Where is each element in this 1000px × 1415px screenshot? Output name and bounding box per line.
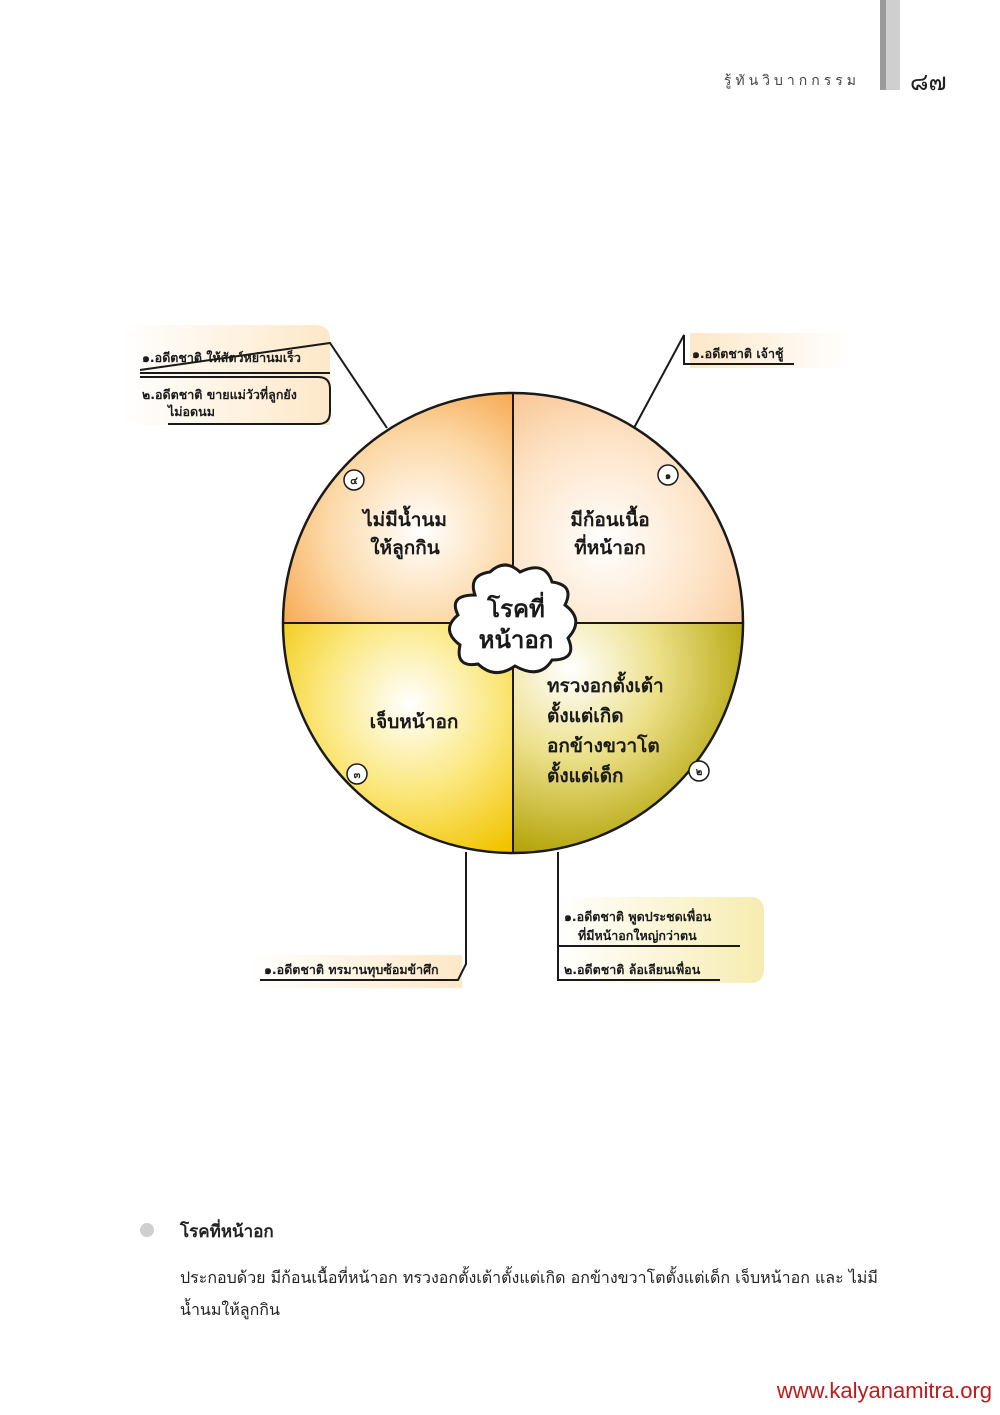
- connector-top-left: [139, 341, 388, 429]
- segment-1-line1: มีก้อนเนื้อ: [570, 505, 649, 531]
- segment-2-line4: ตั้งแต่เด็ก: [547, 761, 624, 787]
- svg-text:๑: ๑: [665, 471, 671, 482]
- segment-4-line2: ให้ลูกกิน: [370, 536, 439, 560]
- svg-text:๔: ๔: [350, 476, 358, 487]
- connector-top-right: [633, 334, 794, 429]
- rule-top-left-2: [140, 376, 331, 425]
- center-label-line2: หน้าอก: [479, 626, 554, 654]
- callout-bottom-left-item-1: ๑.อดีตชาติ ทรมานทุบซ้อมข้าศึก: [264, 962, 439, 978]
- center-cloud: [448, 563, 578, 674]
- quadrant-top-right: [513, 393, 743, 623]
- svg-text:๒: ๒: [696, 767, 703, 778]
- quadrant-top-left: [283, 393, 513, 623]
- section-heading: โรคที่หน้าอก: [180, 1222, 274, 1242]
- segment-2-line1: ทรวงอกตั้งเต้า: [547, 671, 664, 697]
- callout-box-top-right: [690, 333, 852, 368]
- page-number: ๘๗: [910, 68, 947, 96]
- badge-3: ๓: [346, 763, 368, 785]
- badge-2: ๒: [688, 760, 710, 782]
- segment-3-line1: เจ็บหน้าอก: [370, 709, 459, 733]
- callout-bottom-right-item-1: ๑.อดีตชาติ พูดประชดเพื่อน: [564, 908, 712, 925]
- segment-2-line2: ตั้งแต่เกิด: [547, 701, 624, 727]
- callout-box-bottom-right: [558, 897, 764, 983]
- badge-4: ๔: [343, 469, 365, 491]
- callout-box-top-left: [122, 325, 330, 425]
- connector-bottom-right: [557, 852, 720, 981]
- section-body: ประกอบด้วย มีก้อนเนื้อที่หน้าอก ทรวงอกตั…: [180, 1268, 878, 1319]
- callout-bottom-right-item-1-cont: ที่มีหน้าอกใหญ่กว่าตน: [578, 927, 697, 943]
- callout-top-left-item-2-cont: ไม่อดนม: [166, 404, 215, 419]
- svg-text:๓: ๓: [354, 770, 361, 781]
- callout-top-left-item-2: ๒.อดีตชาติ ขายแม่วัวที่ลูกยัง: [142, 386, 297, 403]
- disease-diagram: ๑.อดีตชาติ ให้สัตว์หย่านมเร็ว ๒.อดีตชาติ…: [122, 325, 852, 988]
- center-label-line1: โรคที่: [486, 591, 545, 623]
- quadrant-bottom-left: [283, 623, 513, 853]
- segment-1-line2: ที่หน้าอก: [574, 534, 646, 559]
- section-bullet: [140, 1223, 154, 1237]
- header-tab-bar: [880, 0, 900, 90]
- segment-2-line3: อกข้างขวาโต: [547, 734, 660, 757]
- callout-top-right-item-1: ๑.อดีตชาติ เจ้าชู้: [692, 346, 784, 362]
- connector-bottom-left: [260, 852, 467, 981]
- running-header-title: รู้ทันวิบากกรรม: [723, 73, 860, 89]
- quadrant-bottom-right: [513, 623, 743, 853]
- segment-4-line1: ไม่มีน้ำนม: [361, 505, 447, 531]
- footer-url-link[interactable]: www.kalyanamitra.org: [776, 1378, 992, 1403]
- callout-bottom-right-item-2: ๒.อดีตชาติ ล้อเลียนเพื่อน: [564, 961, 701, 977]
- callout-top-left-item-1: ๑.อดีตชาติ ให้สัตว์หย่านมเร็ว: [142, 350, 301, 365]
- badge-1: ๑: [657, 464, 679, 486]
